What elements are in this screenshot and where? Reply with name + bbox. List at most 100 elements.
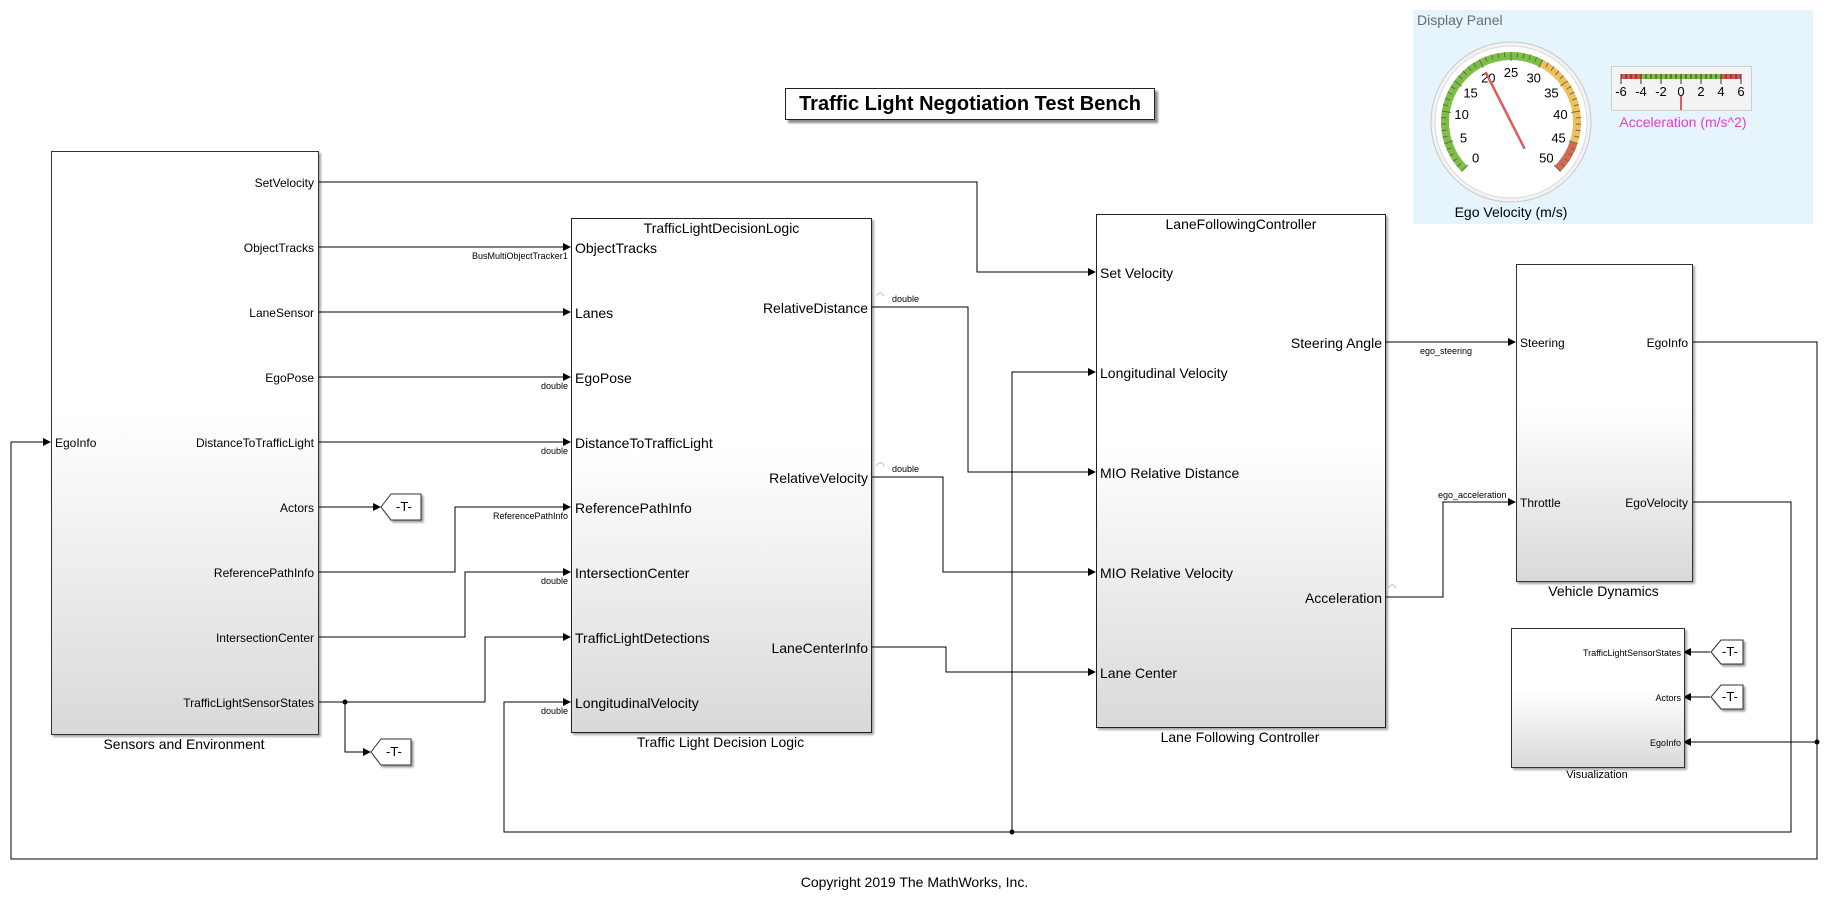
- traffic-light-decision-logic-block[interactable]: TrafficLightDecisionLogic ObjectTracks L…: [571, 218, 872, 733]
- signal-label-double: double: [892, 464, 920, 474]
- gauge-tick: [1566, 85, 1572, 90]
- ego-velocity-gauge[interactable]: 05101520253035404550: [1429, 40, 1593, 204]
- port-in-referencepathinfo: ReferencePathInfo: [575, 500, 692, 516]
- gauge-tick-label: 15: [1463, 86, 1477, 101]
- port-in-longitudinalvelocity: LongitudinalVelocity: [575, 695, 699, 711]
- gauge-tick-label: 30: [1526, 70, 1540, 85]
- gauge-tick: [1571, 110, 1581, 113]
- gauge-tick: [1550, 66, 1555, 71]
- decision-caption: Traffic Light Decision Logic: [636, 734, 805, 750]
- gauge-tick: [1450, 85, 1456, 90]
- diagram-title: Traffic Light Negotiation Test Bench: [785, 88, 1155, 120]
- gauge-tick: [1446, 147, 1452, 151]
- gauge-tick: [1573, 104, 1579, 107]
- from-tag-label: -T-: [1722, 689, 1738, 704]
- wifi-icon: ◠: [1388, 583, 1397, 594]
- port-in-objecttracks: ObjectTracks: [575, 240, 657, 256]
- gauge-tick: [1443, 104, 1449, 107]
- gauge-tick: [1559, 75, 1564, 80]
- gauge-tick: [1574, 135, 1580, 138]
- gauge-tick: [1452, 158, 1458, 162]
- port-in-lane-center: Lane Center: [1100, 665, 1178, 681]
- gauge-tick: [1462, 70, 1467, 75]
- goto-tag-label: -T-: [396, 499, 412, 514]
- signal-label-double: double: [541, 381, 569, 391]
- signal-label-refpath: ReferencePathInfo: [493, 511, 569, 521]
- lane-following-controller-block[interactable]: LaneFollowingController Set Velocity Lon…: [1096, 214, 1386, 728]
- port-in-throttle: Throttle: [1520, 496, 1561, 510]
- goto-tag-label: -T-: [386, 744, 402, 759]
- decision-header: TrafficLightDecisionLogic: [643, 220, 800, 236]
- linear-gauge-tick-label: 6: [1737, 84, 1744, 99]
- port-in-mio-relative-distance: MIO Relative Distance: [1100, 465, 1240, 481]
- linear-gauge-tick-label: -4: [1635, 84, 1647, 99]
- wire-relvel: [871, 476, 1096, 576]
- acceleration-label: Acceleration (m/s^2): [1619, 114, 1747, 130]
- vehicle-caption: Vehicle Dynamics: [1548, 583, 1659, 599]
- signal-label-double: double: [541, 446, 569, 456]
- port-in-steering: Steering: [1520, 336, 1565, 350]
- from-tag-viz2: [1710, 684, 1744, 710]
- gauge-tick: [1545, 62, 1549, 68]
- linear-gauge-tick-label: 2: [1697, 84, 1704, 99]
- gauge-range-band: [1539, 59, 1581, 144]
- gauge-tick: [1461, 164, 1469, 172]
- signal-label-double: double: [541, 706, 569, 716]
- visualization-block[interactable]: TrafficLightSensorStates Actors EgoInfo: [1511, 628, 1685, 768]
- wire-egoinfo-feedback: [10, 341, 1818, 860]
- port-intersectioncenter: IntersectionCenter: [215, 631, 314, 645]
- sensors-and-environment-block[interactable]: EgoInfo SetVelocity ObjectTracks LaneSen…: [51, 151, 319, 735]
- signal-label-ego-acceleration: ego_acceleration: [1438, 490, 1507, 500]
- gauge-tick: [1569, 91, 1575, 95]
- gauge-tick: [1490, 54, 1494, 60]
- signal-label-bus: BusMultiObjectTracker1: [472, 251, 568, 261]
- gauge-tick: [1538, 59, 1544, 68]
- gauge-tick: [1534, 56, 1538, 62]
- wifi-icon: ◠: [876, 461, 885, 472]
- port-in-set-velocity: Set Velocity: [1100, 265, 1174, 281]
- gauge-tick: [1467, 66, 1472, 71]
- gauge-tick-label: 5: [1460, 130, 1467, 145]
- gauge-tick: [1444, 97, 1451, 101]
- vehicle-dynamics-block[interactable]: Steering Throttle EgoInfo EgoVelocity: [1516, 264, 1693, 582]
- goto-tag-actors: [380, 493, 422, 521]
- wire-tlstates: [317, 633, 571, 703]
- wire-egovelocity: [503, 501, 1792, 833]
- lfc-caption: Lane Following Controller: [1160, 729, 1320, 745]
- wire-setvelocity: [317, 181, 1096, 276]
- copyright: Copyright 2019 The MathWorks, Inc.: [800, 874, 1029, 890]
- gauge-tick: [1473, 62, 1477, 68]
- gauge-tick: [1553, 164, 1561, 172]
- gauge-range-band: [1554, 141, 1578, 172]
- gauge-tick-label: 0: [1472, 150, 1479, 165]
- port-objecttracks: ObjectTracks: [243, 241, 314, 255]
- linear-gauge-tick-label: 0: [1677, 84, 1684, 99]
- gauge-tick: [1528, 54, 1532, 60]
- wifi-icon: ◠: [876, 291, 885, 302]
- wire-intersection: [317, 568, 571, 638]
- gauge-tick: [1555, 70, 1560, 75]
- goto-tag-tlstates: [370, 738, 412, 766]
- port-trafficlightsensorstates: TrafficLightSensorStates: [183, 696, 314, 710]
- gauge-tick: [1456, 163, 1462, 168]
- port-out-egovelocity: EgoVelocity: [1625, 496, 1688, 510]
- gauge-tick: [1441, 110, 1451, 113]
- lfc-header: LaneFollowingController: [1165, 216, 1317, 232]
- port-out-egoinfo: EgoInfo: [1646, 336, 1688, 350]
- gauge-tick: [1567, 152, 1573, 157]
- gauge-tick: [1442, 135, 1448, 138]
- wire-refpath: [317, 503, 571, 573]
- port-in-egopose: EgoPose: [575, 370, 632, 386]
- gauge-tick: [1522, 53, 1525, 59]
- port-in-lanes: Lanes: [575, 305, 614, 321]
- gauge-needle: [1484, 71, 1526, 150]
- wire-tlstates-branch: [344, 702, 371, 756]
- from-tag-viz1: [1710, 639, 1744, 665]
- port-egopose: EgoPose: [265, 371, 314, 385]
- gauge-tick: [1458, 75, 1463, 80]
- port-lanesensor: LaneSensor: [249, 306, 314, 320]
- port-actors: Actors: [279, 501, 314, 515]
- port-in-mio-relative-velocity: MIO Relative Velocity: [1100, 565, 1234, 581]
- linear-gauge-tick-label: 4: [1717, 84, 1724, 99]
